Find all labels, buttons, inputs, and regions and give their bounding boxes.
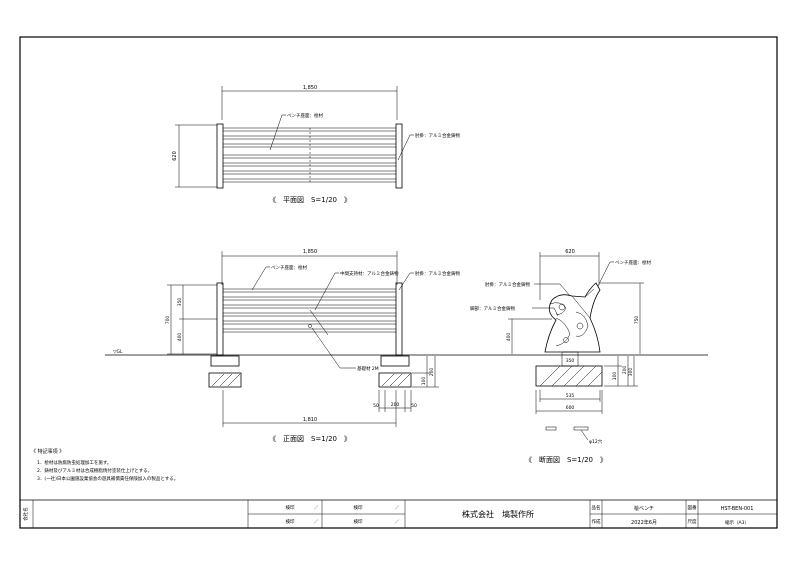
tb-check-2: 検印 xyxy=(354,504,363,511)
notes-heading: 《 特記事項 》 xyxy=(31,448,64,455)
tb-slash-1: ／ xyxy=(314,505,319,511)
front-dim-fd-200: 200 xyxy=(429,368,435,377)
tb-check-3: 検印 xyxy=(286,518,295,525)
section-label-hole: φ12穴 xyxy=(589,438,603,445)
tb-check-4: 検印 xyxy=(354,518,363,525)
plan-caption: 《 平面図 S=1/20 》 xyxy=(269,196,351,204)
tb-company: 株式会社 塙製作所 xyxy=(462,509,534,519)
section-dim-600: 600 xyxy=(566,405,575,411)
notes-item-2: 2．鋳材及びアルミ材は合成樹脂焼付塗装仕上げとする。 xyxy=(37,467,152,474)
front-dim-width-top: 1,850 xyxy=(303,249,317,255)
sheet-frame xyxy=(19,36,778,529)
plan-dim-width: 1,850 xyxy=(303,85,317,91)
tb-slash-3: ／ xyxy=(314,519,319,525)
plan-view: 1,850 620 ベンチ座面：桧材 肘 xyxy=(172,85,460,204)
tb-scale-value: 縮示（A3） xyxy=(725,519,749,526)
section-dim-depth: 620 xyxy=(565,249,575,255)
section-caption: 《 断面図 S=1/20 》 xyxy=(525,455,607,464)
front-label-foot: 基礎材 2M xyxy=(357,365,379,372)
tb-slash-4: ／ xyxy=(395,519,400,525)
front-dim-fd-100: 100 xyxy=(421,377,427,386)
notes-item-3: 3．(一社)日本公園施設業協会の遊具補償責任保険加入の製品とする。 xyxy=(37,475,178,482)
tb-num-label: 図番 xyxy=(688,504,697,511)
plan-dim-depth: 620 xyxy=(172,151,178,161)
section-dim-fd-100: 100 xyxy=(612,372,618,381)
front-caption: 《 正面図 S=1/20 》 xyxy=(269,435,351,443)
section-dim-h-seat: 400 xyxy=(506,333,512,342)
section-dim-535: 535 xyxy=(566,393,575,399)
section-dim-inner: 350 xyxy=(566,358,575,364)
notes-item-1: 1．桧材は防腐防虫処理加工を施す。 xyxy=(37,459,111,466)
tb-side-label: 会社名 xyxy=(22,507,29,521)
section-label-seat: ベンチ座面：桧材 xyxy=(615,259,651,266)
notes-block: 《 特記事項 》 1．桧材は防腐防虫処理加工を施す。 2．鋳材及びアルミ材は合成… xyxy=(31,448,178,482)
section-dim-fd-200: 200 xyxy=(622,366,628,375)
section-label-leg: 脚部：アルミ合金鋳物 xyxy=(470,305,515,312)
section-view: 620 350 400 750 1 xyxy=(470,249,651,464)
tb-date-label: 作成 xyxy=(592,518,601,525)
front-dim-h-total: 700 xyxy=(165,316,171,325)
front-label-gl: ▽GL xyxy=(113,349,123,355)
section-dim-h-total: 750 xyxy=(634,316,640,325)
tb-name-label: 品名 xyxy=(592,504,601,511)
front-label-seat: ベンチ座面：桧材 xyxy=(271,264,307,271)
front-dim-width-bottom: 1,810 xyxy=(303,417,317,423)
front-label-leg: 肘掛：アルミ合金鋳物 xyxy=(415,270,460,277)
front-view: 1,850 700 350 400 ▽GL xyxy=(105,249,708,443)
plan-label-seat: ベンチ座面：桧材 xyxy=(287,112,323,119)
tb-slash-2: ／ xyxy=(395,505,400,511)
tb-check-1: 検印 xyxy=(286,504,295,511)
tb-name-value: 桧ベンチ xyxy=(634,505,654,512)
front-dim-h-back: 350 xyxy=(177,298,183,307)
section-label-arm: 肘掛：アルミ合金鋳物 xyxy=(485,281,530,288)
front-dim-b200: 200 xyxy=(391,402,400,408)
front-dim-b50l: 50 xyxy=(373,403,379,409)
section-dim-fd-300: 300 xyxy=(628,368,634,377)
title-block: 会社名 検印 ／ 検印 ／ 検印 ／ 検印 ／ 株式会社 塙製作所 品名 桧ベン… xyxy=(20,499,777,528)
front-dim-h-seat: 400 xyxy=(177,333,183,342)
tb-num-value: HST-BEN-001 xyxy=(721,506,754,512)
tb-scale-label: 尺度 xyxy=(688,518,697,525)
front-dim-b50r: 50 xyxy=(411,403,417,409)
front-label-center: 中間支持材：アルミ合金鋳物 xyxy=(340,270,399,277)
plan-label-leg: 肘掛：アルミ合金鋳物 xyxy=(415,132,460,139)
tb-date-value: 2022年6月 xyxy=(631,519,657,526)
